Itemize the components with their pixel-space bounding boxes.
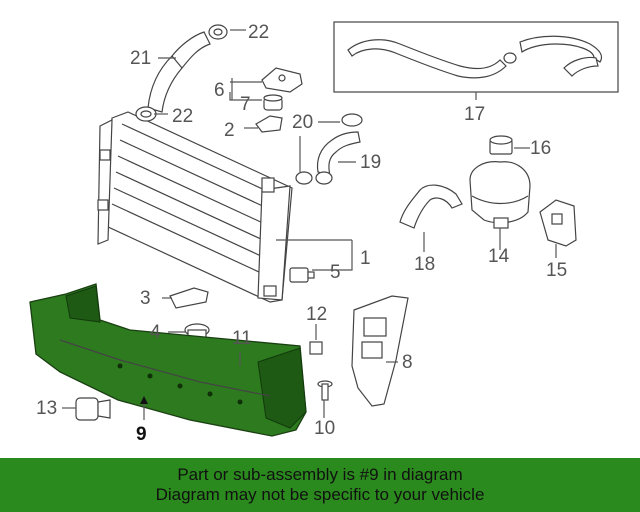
callout-18: 18	[414, 254, 435, 275]
reservoir-bracket	[539, 199, 577, 247]
callout-10: 10	[314, 418, 335, 439]
lower-bracket	[255, 115, 283, 133]
banner-line-2: Diagram may not be specific to your vehi…	[155, 485, 485, 504]
banner-line-1: Part or sub-assembly is #9 in diagram	[177, 465, 463, 484]
callout-21: 21	[130, 48, 151, 69]
callout-12: 12	[306, 304, 327, 325]
hose-clamp-bottom	[135, 106, 157, 122]
radiator	[97, 111, 293, 303]
callout-22-bottom: 22	[172, 106, 193, 127]
temperature-sensor	[289, 267, 315, 283]
nut-clip	[309, 341, 323, 355]
callout-9: 9	[136, 424, 147, 445]
callout-17: 17	[464, 104, 485, 125]
callout-15: 15	[546, 260, 567, 281]
parts-diagram: 1 2 3 4 5 6 7 8 9 10 11 12 13 14 15 16 1…	[29, 21, 619, 445]
support-bracket	[169, 287, 209, 309]
hose-clamp-top	[208, 24, 228, 40]
reservoir-cap	[489, 135, 513, 155]
mount-holes	[117, 363, 243, 405]
insulator	[263, 94, 283, 111]
callout-3: 3	[140, 288, 151, 309]
callout-22-top: 22	[248, 22, 269, 43]
callout-14: 14	[488, 246, 510, 267]
push-pin	[317, 380, 333, 401]
callout-8: 8	[402, 352, 413, 373]
callout-19: 19	[360, 152, 381, 173]
info-banner: Part or sub-assembly is #9 in diagram Di…	[0, 458, 640, 512]
distance-sensor	[75, 397, 111, 421]
upper-hose	[147, 31, 211, 113]
outlet-hose	[315, 131, 361, 185]
reservoir-hose	[399, 184, 463, 229]
callout-5: 5	[330, 262, 341, 283]
callout-20: 20	[292, 112, 313, 133]
coolant-reservoir	[469, 161, 531, 229]
callout-2: 2	[224, 120, 235, 141]
mount-bracket	[261, 67, 303, 93]
callout-4: 4	[150, 322, 161, 343]
callout-13: 13	[36, 398, 57, 419]
callout-16: 16	[530, 138, 551, 159]
callout-1: 1	[360, 248, 371, 269]
callout-6: 6	[214, 80, 225, 101]
callout-7: 7	[240, 94, 251, 115]
air-deflector	[351, 295, 409, 407]
callout-11: 11	[232, 328, 252, 349]
outlet-hose-clamp	[295, 113, 363, 185]
leader-lines	[62, 29, 557, 420]
callout-labels: 1 2 3 4 5 6 7 8 9 10 11 12 13 14 15 16 1…	[36, 22, 567, 445]
coolant-hose-assembly	[333, 21, 619, 93]
lower-air-baffle	[29, 283, 307, 437]
